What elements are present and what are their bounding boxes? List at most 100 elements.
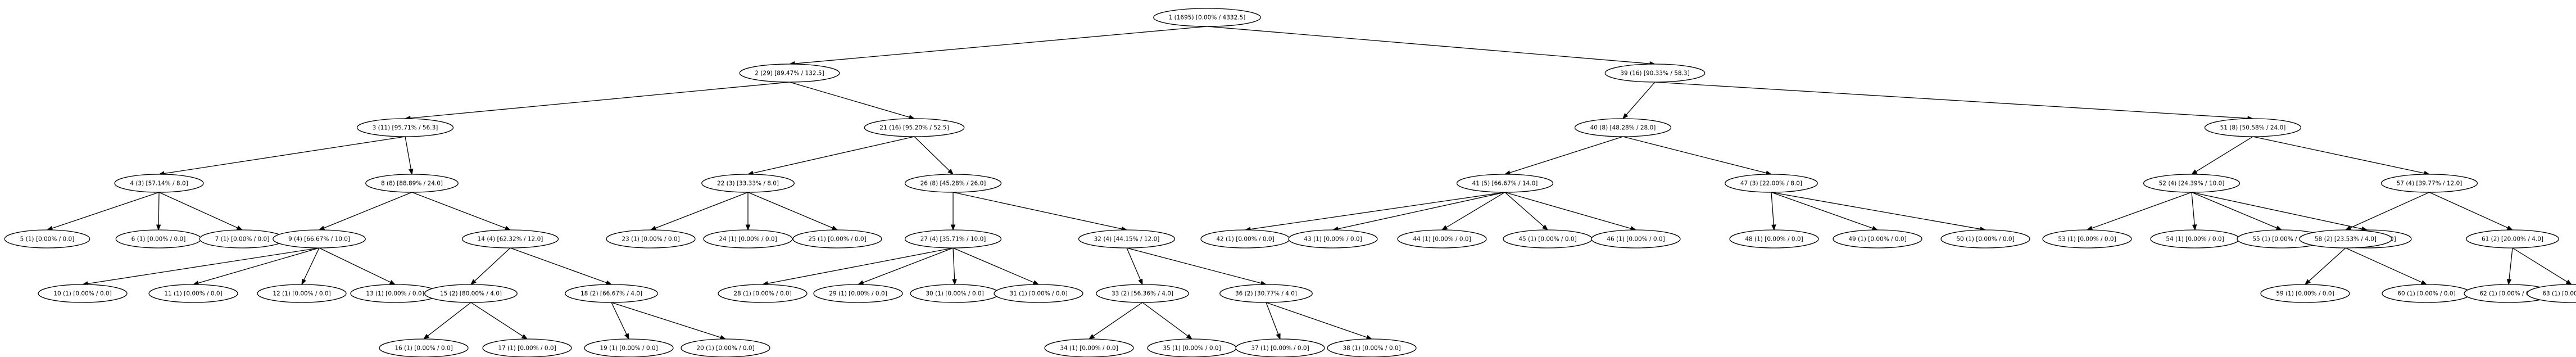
arrowhead-36-37 — [1276, 333, 1281, 340]
edge-14-18 — [510, 247, 607, 283]
edge-36-37 — [1266, 302, 1279, 335]
node-ellipse-32 — [1078, 229, 1176, 248]
tree-node-39: 39 (16) [90.33% / 58.3] — [1604, 64, 1706, 83]
edge-9-11 — [198, 247, 320, 284]
arrowhead-22-25 — [831, 225, 838, 231]
node-ellipse-29 — [813, 284, 903, 303]
node-ellipse-10 — [38, 284, 128, 303]
arrowhead-4-7 — [236, 225, 243, 231]
arrowhead-22-23 — [650, 225, 657, 231]
node-ellipse-33 — [1096, 284, 1189, 303]
node-ellipse-20 — [681, 338, 770, 357]
node-ellipse-61 — [2466, 229, 2559, 248]
node-ellipse-44 — [1397, 229, 1487, 248]
tree-node-53: 53 (1) [0.00% / 0.0] — [2042, 229, 2132, 248]
node-ellipse-59 — [2260, 284, 2350, 303]
edge-2-3 — [410, 82, 790, 119]
arrowhead-18-19 — [624, 333, 629, 340]
node-label-46: 46 (1) [0.00% / 0.0] — [1607, 236, 1665, 243]
arrowhead-57-61 — [2506, 225, 2514, 231]
tree-node-28: 28 (1) [0.00% / 0.0] — [718, 284, 808, 303]
node-label-11: 11 (1) [0.00% / 0.0] — [164, 291, 222, 297]
node-label-27: 27 (4) [35.71% / 10.0] — [920, 236, 986, 243]
node-ellipse-22 — [701, 174, 795, 193]
arrowhead-47-48 — [1771, 224, 1776, 231]
tree-node-13: 13 (1) [0.00% / 0.0] — [350, 284, 440, 303]
tree-node-42: 42 (1) [0.00% / 0.0] — [1200, 229, 1290, 248]
arrowhead-32-33 — [1138, 278, 1143, 286]
edge-8-9 — [324, 192, 412, 229]
edge-4-5 — [52, 192, 160, 229]
tree-node-3: 3 (11) [95.71% / 56.3] — [356, 118, 454, 137]
node-label-18: 18 (2) [66.67% / 4.0] — [580, 291, 642, 297]
arrowhead-51-52 — [2190, 169, 2198, 175]
node-label-23: 23 (1) [0.00% / 0.0] — [622, 236, 679, 243]
node-label-60: 60 (1) [0.00% / 0.0] — [2397, 291, 2455, 297]
node-label-50: 50 (1) [0.00% / 0.0] — [1956, 236, 2014, 243]
node-ellipse-58 — [2299, 229, 2392, 248]
node-label-45: 45 (1) [0.00% / 0.0] — [1518, 236, 1576, 243]
node-label-31: 31 (1) [0.00% / 0.0] — [1009, 291, 1067, 297]
tree-node-25: 25 (1) [0.00% / 0.0] — [792, 229, 882, 248]
tree-node-41: 41 (5) [66.67% / 14.0] — [1456, 174, 1554, 193]
node-ellipse-47 — [1725, 174, 1818, 193]
node-label-55: 55 (1) [0.00% / 0.0] — [2252, 236, 2310, 243]
tree-node-21: 21 (16) [95.20% / 52.5] — [864, 118, 965, 137]
tree-node-19: 19 (1) [0.00% / 0.0] — [584, 338, 674, 357]
arrowhead-61-62 — [2506, 279, 2512, 286]
node-ellipse-34 — [1044, 338, 1134, 357]
node-ellipse-2 — [739, 64, 840, 83]
tree-node-57: 57 (4) [39.77% / 12.0] — [2380, 174, 2478, 193]
edge-52-55 — [2191, 192, 2277, 229]
tree-node-63: 63 (1) [0.00% / 0.0] — [2527, 284, 2576, 303]
node-label-43: 43 (1) [0.00% / 0.0] — [1304, 236, 1362, 243]
edge-15-16 — [427, 302, 471, 337]
edge-27-31 — [953, 247, 1034, 283]
node-label-44: 44 (1) [0.00% / 0.0] — [1413, 236, 1471, 243]
tree-node-46: 46 (1) [0.00% / 0.0] — [1591, 229, 1681, 248]
tree-node-2: 2 (29) [89.47% / 132.5] — [739, 64, 840, 83]
edge-61-63 — [2512, 247, 2568, 282]
tree-nodes: 1 (1695) [0.00% / 4332.5]2 (29) [89.47% … — [4, 8, 2576, 357]
arrowhead-14-18 — [605, 280, 613, 285]
arrowhead-21-26 — [947, 169, 954, 175]
edge-41-42 — [1250, 192, 1505, 230]
node-label-14: 14 (4) [62.32% / 12.0] — [478, 236, 543, 243]
node-label-28: 28 (1) [0.00% / 0.0] — [733, 291, 791, 297]
node-ellipse-27 — [904, 229, 1002, 248]
node-label-38: 38 (1) [0.00% / 0.0] — [1343, 345, 1400, 352]
node-label-17: 17 (1) [0.00% / 0.0] — [498, 345, 556, 352]
node-ellipse-15 — [424, 284, 518, 303]
node-label-40: 40 (8) [48.28% / 28.0] — [1590, 125, 1656, 132]
tree-node-51: 51 (8) [50.58% / 24.0] — [2204, 118, 2302, 137]
tree-node-52: 52 (4) [24.39% / 10.0] — [2143, 174, 2241, 193]
edge-36-38 — [1266, 302, 1367, 338]
node-label-19: 19 (1) [0.00% / 0.0] — [600, 345, 657, 352]
tree-node-54: 54 (1) [0.00% / 0.0] — [2150, 229, 2240, 248]
node-ellipse-21 — [864, 118, 965, 137]
node-ellipse-41 — [1456, 174, 1554, 193]
tree-node-43: 43 (1) [0.00% / 0.0] — [1288, 229, 1378, 248]
edge-21-26 — [914, 136, 950, 171]
arrowhead-52-55 — [2275, 225, 2283, 231]
node-ellipse-36 — [1219, 284, 1313, 303]
node-ellipse-63 — [2527, 284, 2576, 303]
edge-39-51 — [1654, 82, 2248, 119]
node-ellipse-4 — [114, 174, 204, 193]
edge-40-41 — [1509, 136, 1623, 173]
node-ellipse-49 — [1833, 229, 1922, 248]
edge-3-4 — [164, 136, 406, 174]
node-ellipse-26 — [904, 174, 1002, 193]
tree-node-20: 20 (1) [0.00% / 0.0] — [681, 338, 770, 357]
node-label-49: 49 (1) [0.00% / 0.0] — [1848, 236, 1906, 243]
edge-26-32 — [953, 192, 1122, 229]
tree-node-16: 16 (1) [0.00% / 0.0] — [379, 338, 469, 357]
edge-33-35 — [1142, 302, 1189, 337]
tree-node-60: 60 (1) [0.00% / 0.0] — [2382, 284, 2471, 303]
node-ellipse-16 — [379, 338, 469, 357]
node-label-48: 48 (1) [0.00% / 0.0] — [1745, 236, 1803, 243]
edge-51-57 — [2252, 136, 2425, 174]
node-label-61: 61 (2) [20.00% / 4.0] — [2482, 236, 2543, 243]
arrowhead-9-12 — [301, 278, 306, 286]
node-ellipse-40 — [1574, 118, 1672, 137]
